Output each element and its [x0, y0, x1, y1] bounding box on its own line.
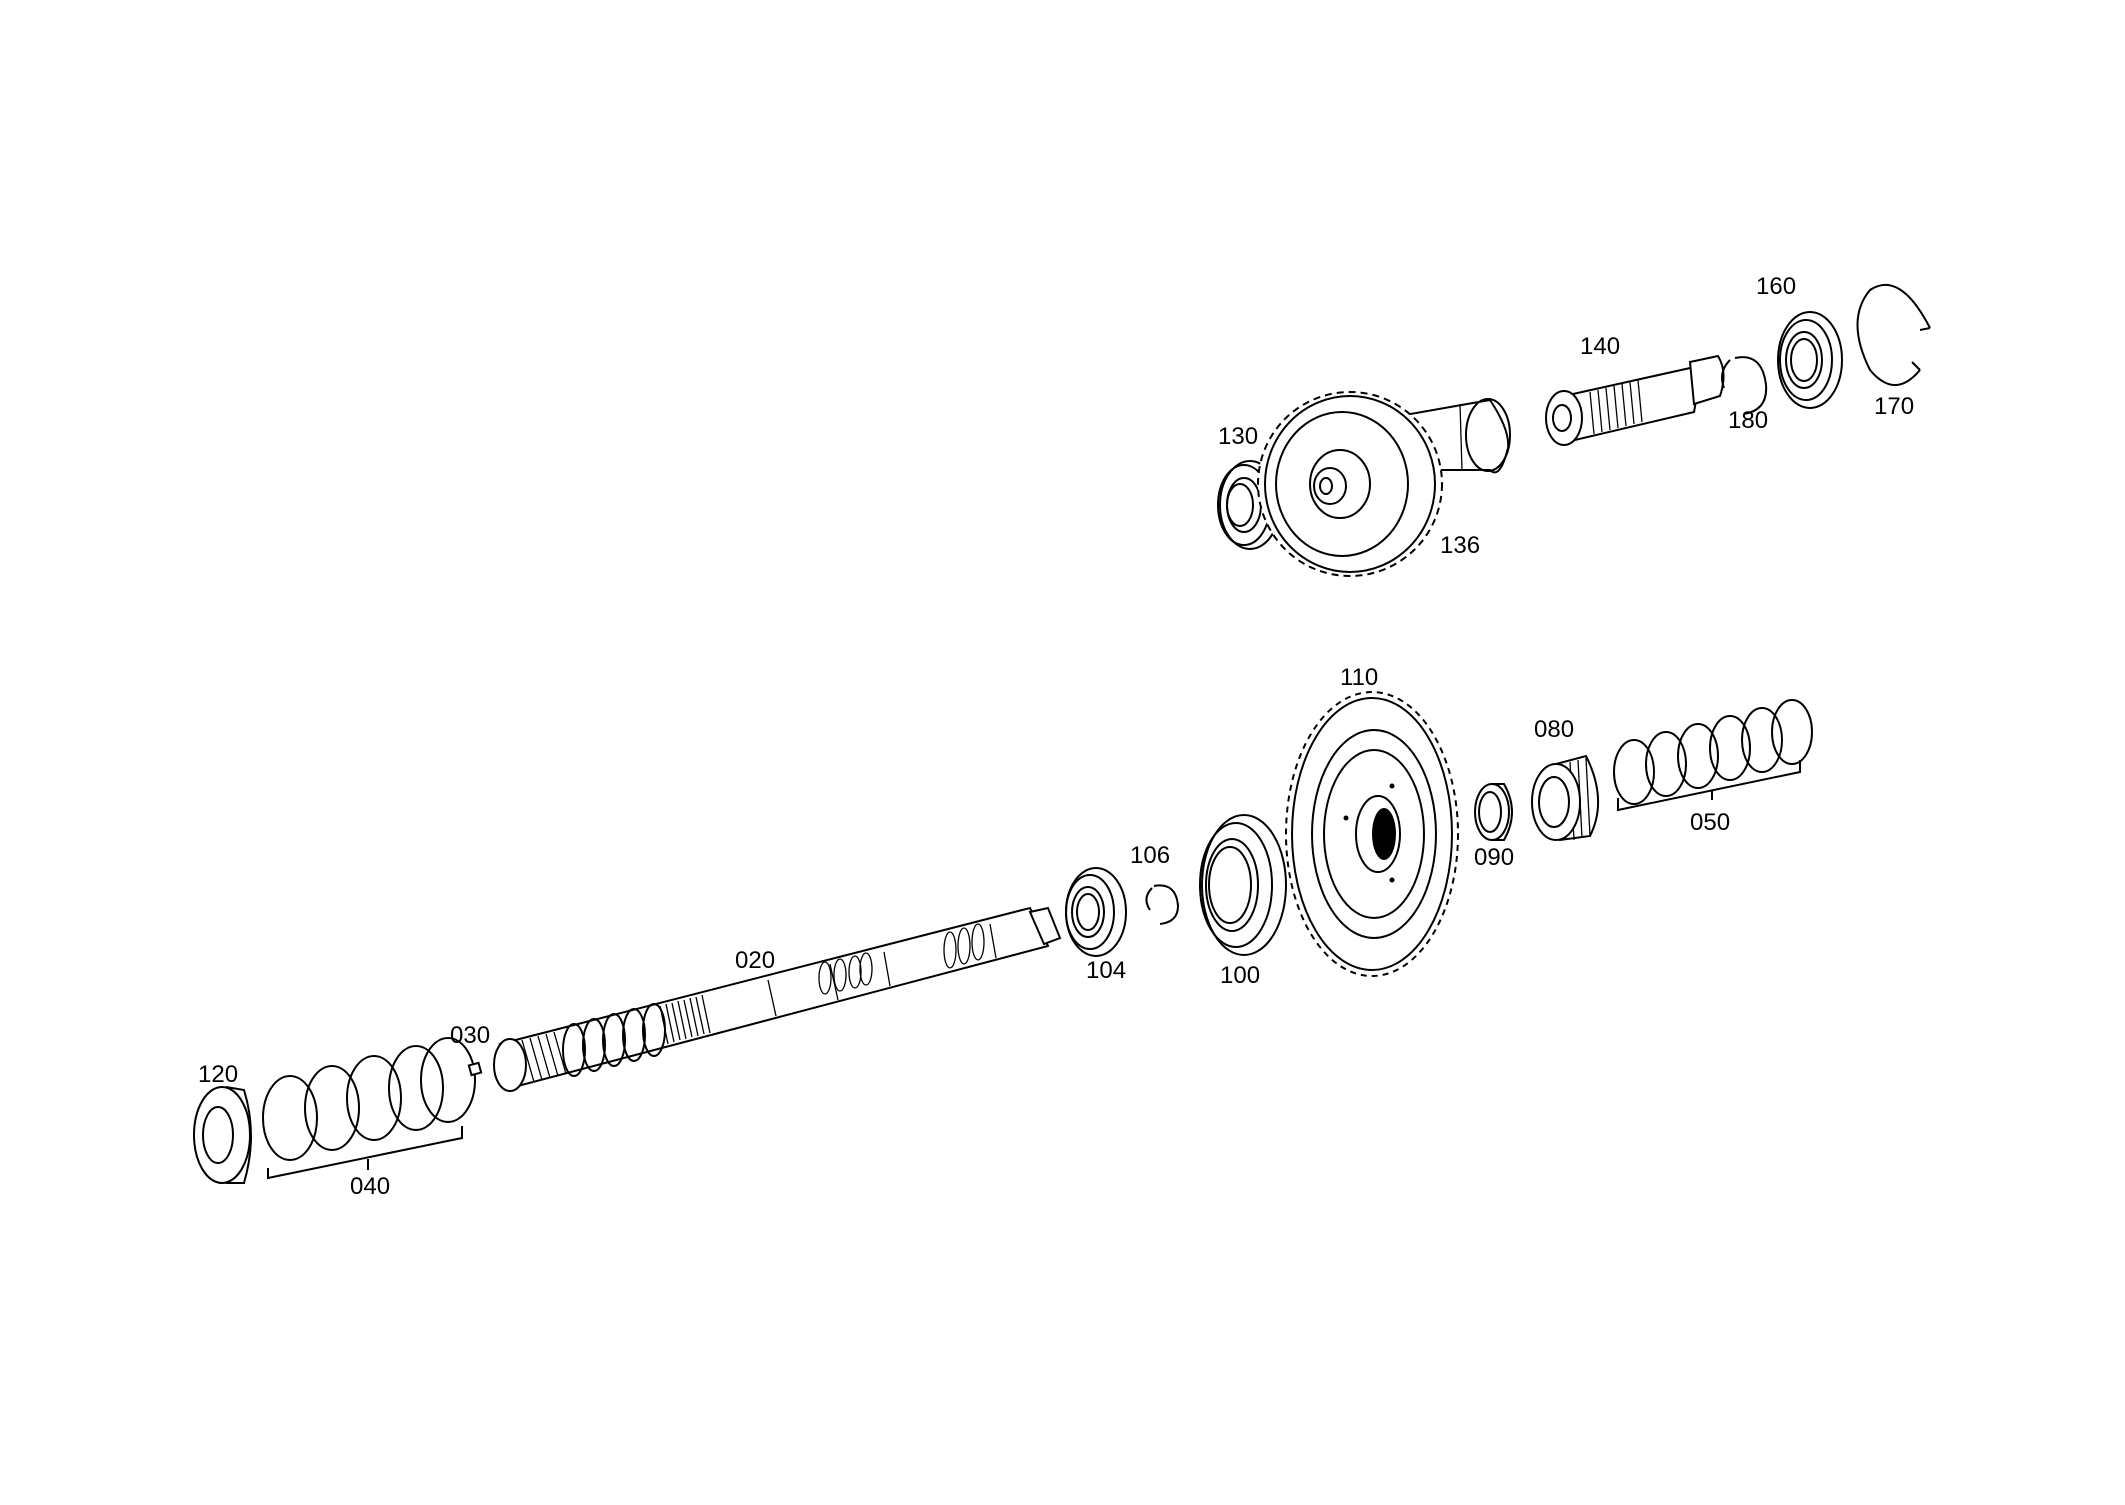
callout-180: 180 [1728, 407, 1768, 434]
callout-030: 030 [450, 1022, 490, 1049]
shaft-splines [521, 1031, 567, 1083]
callout-110: 110 [1340, 664, 1378, 691]
part-100-bearing [1199, 814, 1287, 956]
part-136-gear [1257, 391, 1511, 577]
callout-160: 160 [1756, 273, 1796, 300]
part-104-bearing [1065, 867, 1127, 957]
part-140-pin [1545, 354, 1725, 446]
part-110-gear [1285, 691, 1459, 977]
part-080-hub [1531, 754, 1600, 842]
part-120-washer [193, 1086, 252, 1184]
part-106-snap-ring [1145, 884, 1180, 925]
callout-090: 090 [1474, 844, 1514, 871]
callout-104: 104 [1086, 957, 1126, 984]
callout-100: 100 [1220, 962, 1260, 989]
part-170-circlip [1856, 284, 1931, 386]
part-030-pin [467, 1061, 483, 1077]
callout-050: 050 [1690, 809, 1730, 836]
callout-170: 170 [1874, 393, 1914, 420]
callout-080: 080 [1534, 716, 1574, 743]
part-050-shim-set [1613, 699, 1813, 812]
part-180-snap-ring [1721, 356, 1768, 415]
callout-140: 140 [1580, 333, 1620, 360]
part-040-shim-set [262, 1037, 476, 1180]
callout-120: 120 [198, 1061, 238, 1088]
callout-labels: 020 030 040 050 080 090 100 104 106 110 … [198, 273, 1914, 1200]
callout-040: 040 [350, 1173, 390, 1200]
callout-136: 136 [1440, 532, 1480, 559]
callout-020: 020 [735, 947, 775, 974]
shaft-spline-2 [659, 994, 711, 1045]
callout-130: 130 [1218, 423, 1258, 450]
callout-106: 106 [1130, 842, 1170, 869]
part-160-bearing [1777, 311, 1843, 409]
part-020-shaft [493, 906, 1062, 1092]
part-090-sleeve [1474, 783, 1513, 841]
